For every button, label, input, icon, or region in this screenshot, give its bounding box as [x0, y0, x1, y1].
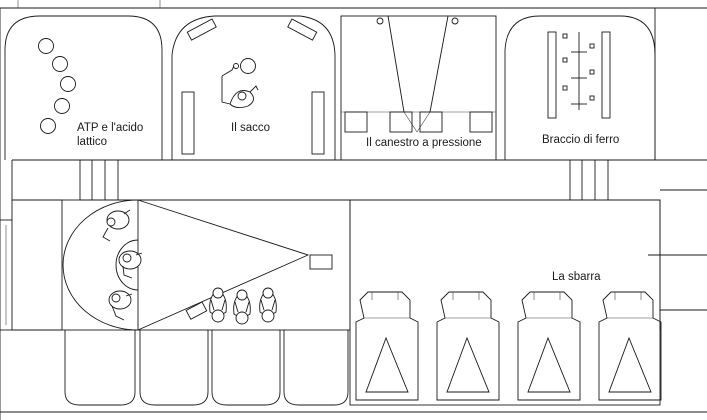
seated-person-icon: [108, 290, 133, 321]
room-canestro: Il canestro a pressione: [340, 15, 497, 161]
room-label-sacco: Il sacco: [231, 122, 270, 134]
room-label-canestro: Il canestro a pressione: [366, 137, 482, 149]
room-label-atp-line1: ATP e l'acido: [77, 122, 143, 134]
room-braccio: Braccio di ferro: [504, 15, 656, 160]
room-atp: ATP e l'acido lattico: [4, 15, 163, 160]
equipment-station: [598, 291, 662, 401]
equipment-station: [436, 291, 500, 401]
left-entrance: [0, 200, 62, 331]
equipment-station: [517, 291, 581, 401]
atp-circles: [38, 38, 76, 134]
room-sacco: Il sacco: [171, 15, 336, 160]
sacco-person-icon: [221, 63, 259, 109]
room-label-sbarra: La sbarra: [552, 271, 601, 283]
room-label-braccio: Braccio di ferro: [542, 134, 619, 146]
room-sbarra: La sbarra: [349, 199, 662, 406]
seated-person-icon: [118, 250, 143, 279]
standing-person-icon: [259, 287, 277, 323]
standing-person-icon: [209, 287, 227, 323]
equipment-station: [355, 291, 419, 401]
arches: [64, 330, 349, 406]
room-theatre: [61, 199, 351, 331]
room-label-atp-line2: lattico: [77, 136, 107, 148]
standing-person-icon: [233, 289, 251, 325]
seated-person-icon: [102, 209, 131, 242]
figure-group: [209, 287, 277, 325]
